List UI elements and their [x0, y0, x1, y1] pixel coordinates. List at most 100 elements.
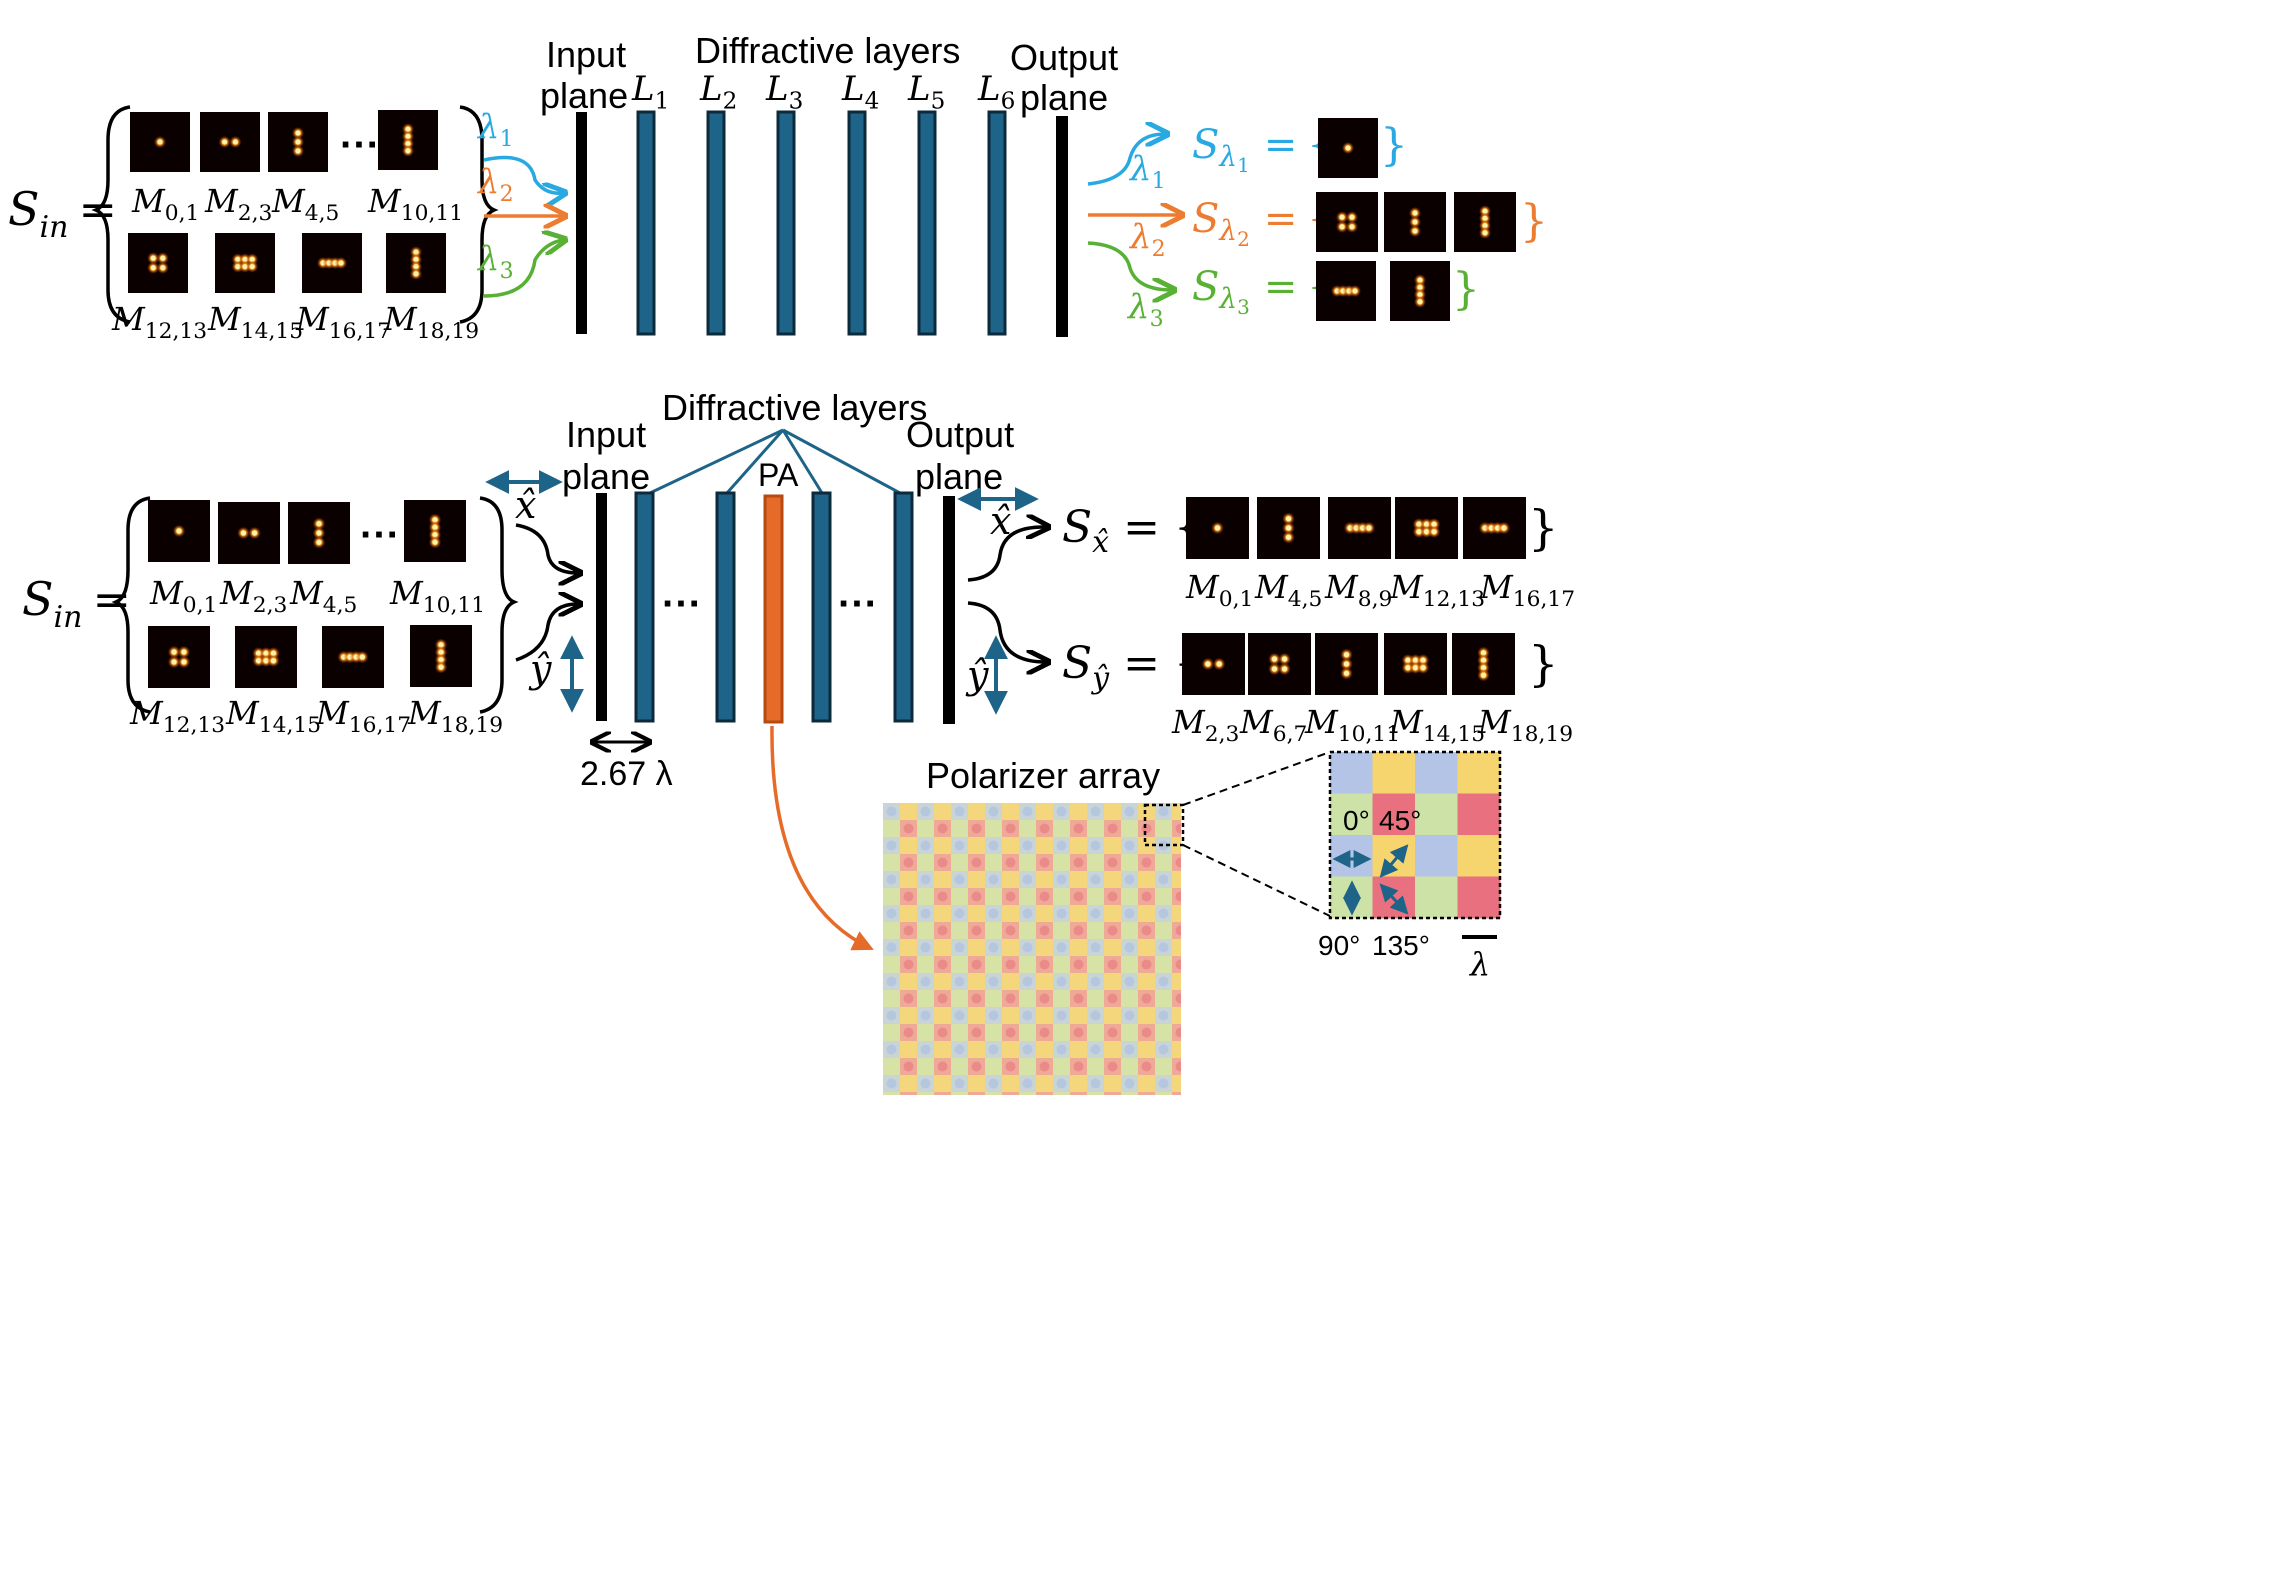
top-out-lambda3: λ3 [1126, 287, 1164, 332]
bottom-output-set-x-label: Sx̂={ [1062, 502, 1202, 560]
bottom-input-arrow-x [515, 523, 578, 573]
bottom-output-x-pattern-2-spot [1366, 525, 1372, 531]
top-in-lambda2: λ2 [476, 162, 514, 207]
top-input-row-1 [130, 110, 438, 172]
bottom-input-pattern-row2-2 [322, 626, 384, 688]
polarizer-array-zoom-box [1143, 803, 1185, 847]
top-output-lambda2-pattern-0-spot [1339, 214, 1345, 220]
top-in-lambda1: λ1 [476, 107, 514, 152]
bottom-output-y-pattern-4 [1452, 633, 1515, 695]
top-input-pattern-row2-0-spot [160, 255, 166, 261]
bottom-ellipsis-right: ··· [838, 582, 878, 626]
bottom-output-x-pattern-3 [1395, 497, 1458, 559]
top-diffractive-layers [636, 110, 1007, 336]
top-output-lambda2-pattern-0 [1316, 192, 1378, 252]
top-input-pattern-3 [378, 110, 438, 170]
angle-45-label: 45° [1379, 805, 1421, 836]
bottom-input-label-row1-1: M2,3 [219, 574, 287, 618]
top-input-pattern-row2-0-spot [160, 265, 166, 271]
top-left-brace [91, 105, 131, 324]
bottom-output-x-hat: x̂ [990, 499, 1011, 543]
top-output-set-lambda2-label: Sλ2={ [1192, 196, 1333, 251]
top-input-label-row1-1: M2,3 [204, 182, 272, 226]
top-input-row-2 [128, 233, 446, 293]
top-input-pattern-2-spot [295, 148, 301, 154]
bottom-input-pattern-2-spot [316, 530, 322, 536]
bottom-input-pattern-row2-3 [410, 625, 472, 687]
bottom-output-y-pattern-3-spot [1405, 665, 1411, 671]
angle-90-label: 90° [1318, 930, 1360, 961]
bottom-output-y-pattern-1-spot [1281, 666, 1288, 672]
bottom-output-x-pattern-1-spot [1285, 516, 1292, 522]
top-input-pattern-row2-0 [128, 233, 188, 293]
top-layer-label-2: L2 [699, 69, 737, 115]
top-in-lambda3: λ3 [476, 239, 514, 284]
bottom-output-y-pattern-0-spot [1205, 661, 1211, 667]
top-diffractive-layer-6 [987, 110, 1007, 336]
zoom-line-bottom [1182, 844, 1331, 917]
zoom-cell-yellow [1457, 752, 1501, 794]
top-input-pattern-3-spot [405, 148, 411, 154]
top-input-pattern-1-spot [222, 139, 228, 145]
bottom-input-pattern-3-spot [432, 539, 438, 545]
bottom-input-label-row1-3: M10,11 [389, 574, 485, 618]
bottom-output-y-pattern-1-background [1248, 633, 1311, 695]
bottom-output-x-pattern-3-spot [1431, 529, 1437, 535]
bottom-s-in-label: Sin= [22, 572, 131, 635]
top-diffractive-layer-3 [776, 110, 796, 336]
bottom-output-set-y-label: Sŷ={ [1062, 638, 1202, 696]
top-input-pattern-row2-0-spot [150, 255, 156, 261]
zoom-cell-blue [1330, 752, 1373, 794]
zoom-cell-green [1330, 793, 1373, 836]
bottom-output-x-label-1: M4,5 [1254, 568, 1322, 612]
top-output-lambda1-pattern-0-spot [1345, 145, 1351, 151]
bottom-input-label-row2-2: M16,17 [315, 694, 411, 738]
top-input-pattern-row2-0-spot [150, 265, 156, 271]
top-output-set-lambda3-close: } [1452, 264, 1480, 315]
bottom-output-y-label-0: M2,3 [1171, 703, 1239, 747]
bottom-input-pattern-row2-0-background [148, 626, 210, 688]
bottom-output-y-pattern-3-spot [1412, 665, 1419, 671]
bottom-output-x-label-3: M12,13 [1389, 568, 1485, 612]
bottom-input-pattern-1-spot [251, 530, 258, 536]
polarizer-45deg-arrow [1379, 844, 1409, 878]
polarizer-array-image [883, 803, 1181, 1095]
zoom-cell-blue [1415, 835, 1458, 877]
top-output-lambda2-pattern-2 [1454, 192, 1516, 252]
zoom-cell-blue [1415, 752, 1458, 794]
zoom-line-top [1182, 751, 1331, 806]
top-s-in-label: Sin= [8, 182, 117, 245]
bottom-input-pattern-row2-1-spot [270, 658, 277, 664]
top-output-lambda2-pattern-0-spot [1339, 224, 1345, 230]
top-output-lambda2-pattern-1 [1384, 192, 1446, 252]
top-output-lambda2-pattern-1-spot [1412, 228, 1418, 234]
top-input-pattern-2-spot [295, 130, 301, 136]
bottom-output-y-label-3: M14,15 [1389, 703, 1485, 747]
bottom-pa-label: PA [758, 457, 799, 493]
bottom-ellipsis-left: ··· [662, 582, 702, 626]
top-layer-label-4: L4 [841, 69, 879, 115]
zoom-cell-blue [1330, 835, 1373, 877]
top-out-arrow-lambda3 [1087, 241, 1172, 290]
top-output-lambda3-pattern-1 [1390, 261, 1450, 321]
bottom-output-y-patterns [1182, 633, 1515, 695]
bottom-input-pattern-0 [148, 500, 210, 562]
bottom-input-pattern-row2-0-spot [181, 649, 187, 655]
zoom-cell-yellow [1372, 752, 1416, 794]
zoom-cell-yellow [1457, 835, 1501, 877]
top-output-set-lambda1-close: } [1380, 120, 1408, 171]
bottom-output-y-label-1: M6,7 [1239, 703, 1307, 747]
zoom-cell-green [1415, 876, 1458, 919]
top-input-pattern-0 [130, 112, 190, 172]
bottom-input-label-row2-1: M14,15 [225, 694, 321, 738]
top-input-label-row2-1: M14,15 [207, 300, 303, 344]
bottom-output-y-pattern-0 [1182, 633, 1245, 695]
bottom-output-arrow-y [967, 601, 1046, 662]
bottom-input-pattern-0-spot [176, 528, 182, 534]
top-diffractive-layer-4 [847, 110, 867, 336]
top-output-lambda1-pattern-0 [1318, 118, 1378, 178]
top-input-pattern-1-spot [232, 139, 238, 145]
